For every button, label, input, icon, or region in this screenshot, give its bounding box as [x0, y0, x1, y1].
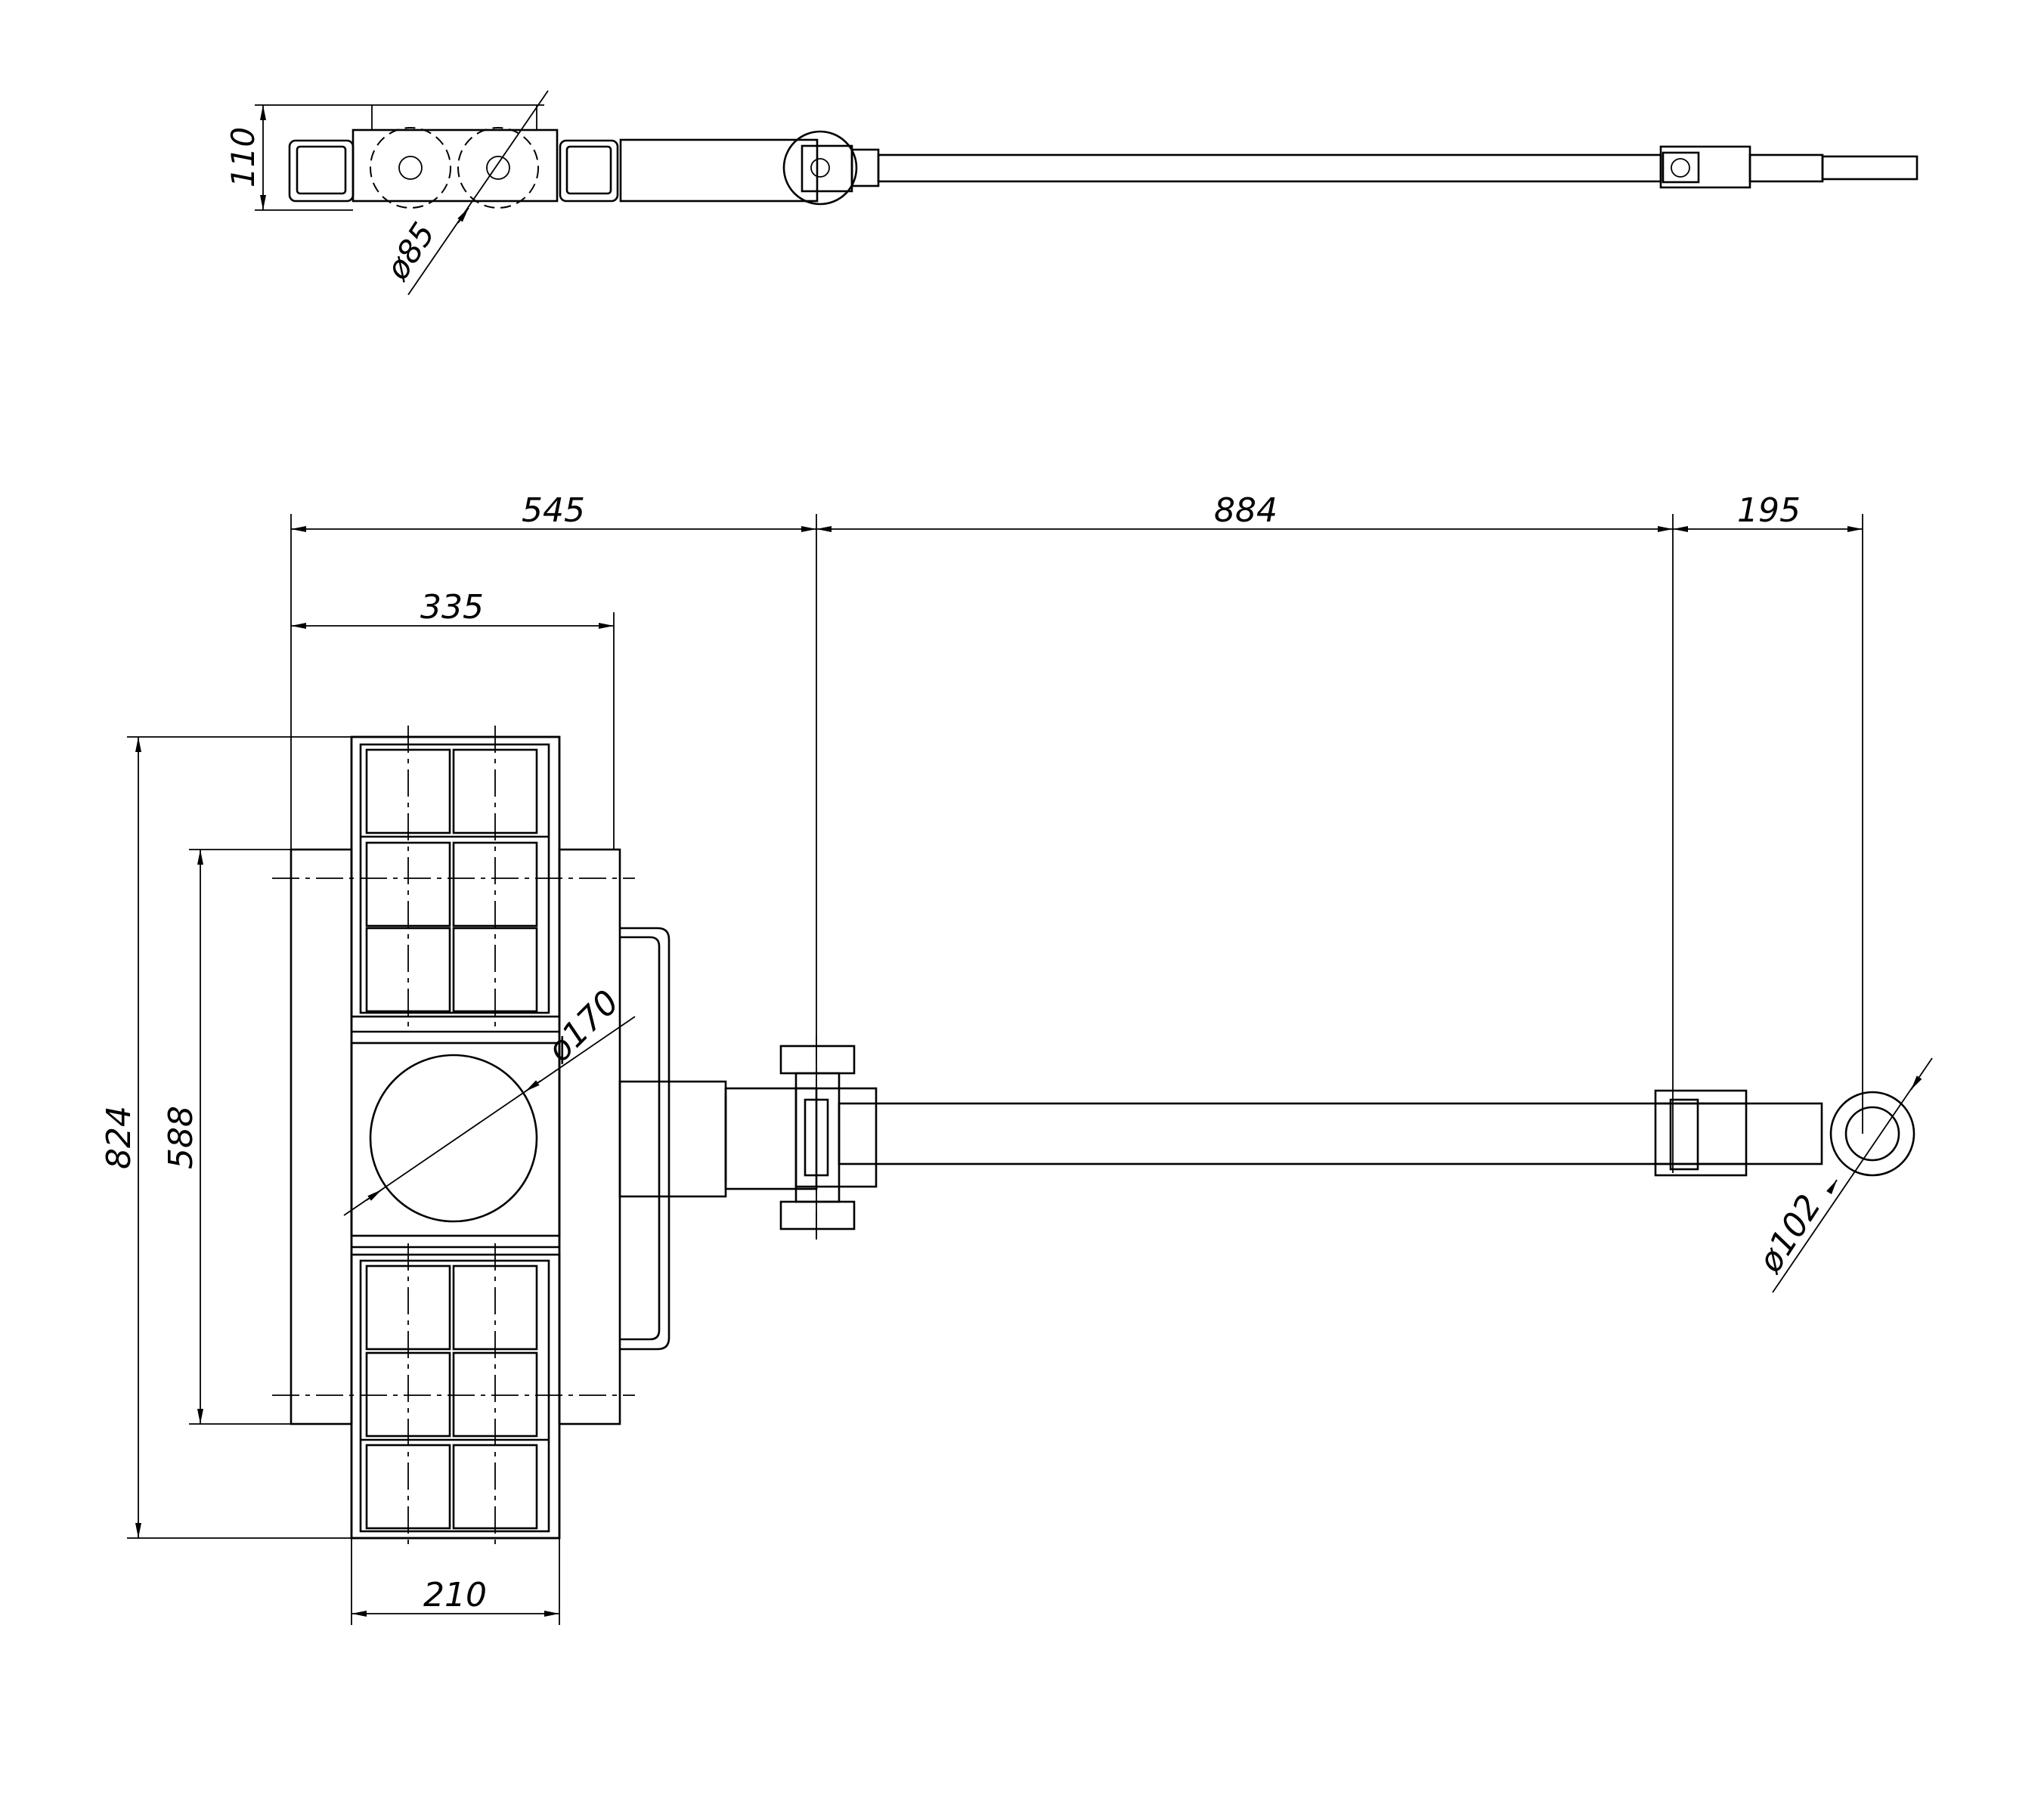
- side-left-pad: [288, 139, 355, 203]
- plan-drawbar-housing: [618, 1080, 727, 1198]
- plan-tow-eye-inner: [1844, 1106, 1900, 1162]
- dim-85-arrow: [457, 207, 469, 224]
- dim-210-label: 210: [423, 1576, 487, 1614]
- side-handle-body: [619, 138, 819, 203]
- plan-yoke-bottom: [779, 1200, 856, 1230]
- dim-110-label: 110: [225, 127, 262, 187]
- plan-bar-clamp-inner: [1669, 1098, 1699, 1171]
- dim-195-label: 195: [1737, 491, 1801, 530]
- plan-handle-loop-inner: [620, 936, 661, 1341]
- plan-right-rail: [558, 848, 621, 1425]
- plan-drawbar-neck: [724, 1087, 818, 1190]
- plan-yoke-lugs: [794, 1087, 878, 1188]
- plan-top-roller-block: [350, 735, 561, 1018]
- plan-center-body: [350, 735, 561, 1540]
- plan-tow-bar: [838, 1102, 1823, 1165]
- plan-view: 545 884 195 335 824 588 210 ø170: [100, 491, 1933, 1625]
- plan-turntable-plate: [350, 1042, 561, 1237]
- side-roller-axle: [486, 156, 510, 180]
- dim-170-arrow-a: [366, 1189, 382, 1201]
- dim-824-label: 824: [100, 1106, 138, 1169]
- dim-335-label: 335: [420, 588, 484, 627]
- side-pivot-circle: [782, 130, 858, 206]
- dim-102-label: ø102: [1751, 1188, 1829, 1280]
- side-tow-bar: [877, 153, 1662, 183]
- dim-102-arrow-b: [1910, 1076, 1922, 1091]
- plan-yoke-top: [779, 1045, 856, 1075]
- plan-handle-loop: [620, 927, 670, 1351]
- dim-85-leader: [407, 90, 549, 296]
- side-left-pad-inner: [296, 145, 347, 195]
- dim-170-label: ø170: [540, 983, 627, 1070]
- dim-170-leader: [343, 1016, 636, 1216]
- side-view: 110 ø85: [225, 90, 1919, 296]
- dim-545-label: 545: [522, 491, 585, 530]
- side-bar-end: [1748, 153, 1824, 183]
- dim-102-leader: [1772, 1057, 1933, 1293]
- side-right-pad-inner: [565, 145, 612, 195]
- side-bar-tip: [1821, 155, 1919, 181]
- side-bar-clamp-inner: [1662, 151, 1700, 184]
- side-roller-right: [457, 127, 539, 209]
- plan-bar-clamp: [1654, 1089, 1748, 1177]
- side-roller-housing: [352, 128, 559, 203]
- dim-884-label: 884: [1214, 491, 1278, 530]
- side-roller-left: [370, 127, 451, 209]
- side-pivot-pin: [810, 158, 830, 178]
- side-pivot-bracket: [801, 144, 853, 193]
- plan-yoke-block: [794, 1072, 841, 1203]
- dim-85-label: ø85: [378, 216, 442, 287]
- dim-170-arrow-b: [525, 1080, 541, 1092]
- side-right-pad: [559, 139, 619, 203]
- dim-102-arrow-a: [1826, 1179, 1838, 1195]
- plan-bottom-roller-block: [350, 1253, 561, 1540]
- side-bar-clamp-pin: [1671, 158, 1690, 178]
- plan-turntable: [369, 1054, 538, 1223]
- dim-588-label: 588: [162, 1106, 200, 1169]
- plan-left-rail: [290, 848, 353, 1425]
- side-roller-axle: [398, 156, 423, 180]
- plan-tow-eye-outer: [1829, 1091, 1915, 1177]
- plan-bottom-roller-frame: [359, 1259, 550, 1533]
